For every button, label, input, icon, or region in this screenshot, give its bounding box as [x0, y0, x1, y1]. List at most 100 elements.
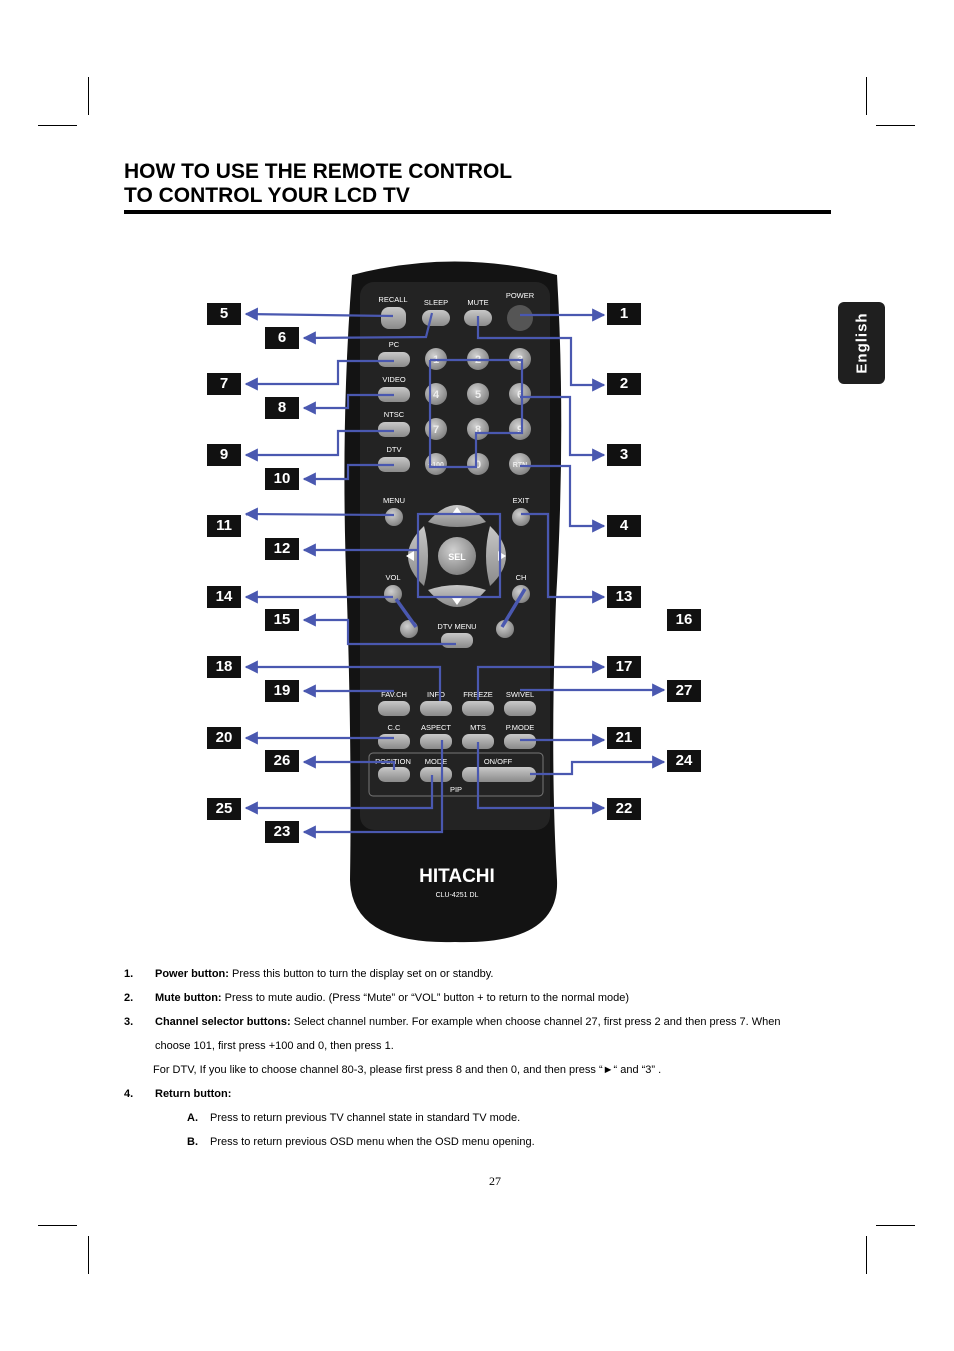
callout-9: 9	[207, 444, 241, 466]
callout-19: 19	[265, 680, 299, 702]
description-subitem: A. Press to return previous TV channel s…	[124, 1109, 844, 1133]
fav-ch-label: FAV.CH	[381, 690, 407, 699]
sel-button	[438, 537, 476, 575]
page-number: 27	[489, 1174, 501, 1188]
menu-label: MENU	[383, 496, 405, 505]
leader-lines	[244, 307, 666, 839]
navigation-pad-bracket	[416, 512, 502, 599]
description-item: 2. Mute button: Press to mute audio. (Pr…	[124, 989, 844, 1013]
callout-16: 16	[667, 609, 701, 631]
info-label: INFO	[427, 690, 445, 699]
leader-line-23	[302, 740, 444, 839]
description-item: 4. Return button:	[124, 1085, 844, 1109]
pip-label: PIP	[450, 785, 462, 794]
mts-label: MTS	[470, 723, 486, 732]
vol-pointer	[394, 597, 418, 629]
leader-line-24	[530, 755, 666, 776]
crop-mark	[88, 1236, 89, 1274]
callout-17: 17	[607, 656, 641, 678]
item-text: Press to return previous TV channel stat…	[210, 1112, 521, 1124]
leader-line-3	[520, 395, 606, 462]
down-arrow-icon	[452, 598, 462, 605]
item-label: Channel selector buttons:	[155, 1016, 291, 1028]
item-number: 3.	[124, 1016, 134, 1028]
vol-down-button	[400, 620, 418, 638]
callout-12: 12	[265, 538, 299, 560]
leader-line-10	[302, 463, 394, 486]
item-text: For DTV, If you like to choose channel 8…	[153, 1064, 662, 1076]
leader-line-5	[244, 307, 394, 321]
swivel-button	[504, 701, 536, 716]
callout-21: 21	[607, 727, 641, 749]
description-note: For DTV, If you like to choose channel 8…	[124, 1061, 844, 1085]
digit-group-bracket	[428, 358, 524, 469]
crop-mark	[866, 77, 867, 115]
recall-label: RECALL	[378, 295, 407, 304]
digit-label: 6	[517, 389, 523, 401]
aspect-label: ASPECT	[421, 723, 451, 732]
pip-on-off-button	[462, 767, 536, 782]
mts-button	[462, 734, 494, 749]
vol-label: VOL	[385, 573, 400, 582]
position-button	[378, 767, 410, 782]
aspect-button	[420, 734, 452, 749]
leader-line-22	[476, 742, 606, 815]
up-arrow-key	[428, 505, 486, 527]
leader-line-17	[476, 660, 606, 700]
crop-mark	[38, 1225, 77, 1226]
description-continuation: choose 101, first press +100 and 0, then…	[124, 1037, 844, 1061]
callout-15: 15	[265, 609, 299, 631]
digit-key	[509, 383, 531, 405]
leader-line-15	[302, 613, 456, 646]
item-text: Press to return previous OSD menu when t…	[210, 1136, 535, 1148]
power-label: POWER	[506, 291, 535, 300]
crop-mark	[88, 77, 89, 115]
callout-25: 25	[207, 798, 241, 820]
sel-label: SEL	[448, 552, 466, 562]
crop-mark	[876, 125, 915, 126]
digit-key	[467, 418, 489, 440]
leader-line-26	[302, 755, 396, 770]
pc-label: PC	[389, 340, 400, 349]
dtv-menu-button	[441, 633, 473, 648]
description-item: 1. Power button: Press this button to tu…	[124, 965, 844, 989]
digit-label: 5	[475, 389, 481, 401]
leader-line-11	[244, 507, 395, 521]
info-button	[420, 701, 452, 716]
callout-8: 8	[265, 397, 299, 419]
item-text: choose 101, first press +100 and 0, then…	[155, 1040, 394, 1052]
leader-line-18	[244, 660, 442, 701]
callout-3: 3	[607, 444, 641, 466]
page-title: HOW TO USE THE REMOTE CONTROL TO CONTROL…	[124, 160, 512, 208]
power-button	[507, 305, 533, 331]
callout-4: 4	[607, 515, 641, 537]
callout-14: 14	[207, 586, 241, 608]
mute-label: MUTE	[467, 298, 488, 307]
crop-mark	[38, 125, 77, 126]
item-label: Return button:	[155, 1088, 232, 1100]
mode-button	[420, 767, 452, 782]
callout-24: 24	[667, 750, 701, 772]
item-label: Power button:	[155, 968, 229, 980]
item-label: Mute button:	[155, 992, 222, 1004]
leader-line-2	[476, 316, 606, 392]
swivel-label: SWIVEL	[506, 690, 534, 699]
exit-label: EXIT	[513, 496, 530, 505]
mode-label: MODE	[425, 757, 448, 766]
freeze-button	[462, 701, 494, 716]
digit-label: 4	[433, 389, 440, 401]
ntsc-label: NTSC	[384, 410, 405, 419]
callout-11: 11	[207, 515, 241, 537]
vol-up-button	[384, 585, 402, 603]
callout-13: 13	[607, 586, 641, 608]
menu-button	[385, 508, 403, 526]
dtv-label: DTV	[387, 445, 402, 454]
leader-line-13	[521, 512, 606, 604]
item-text: Press to mute audio. (Press “Mute” or “V…	[221, 992, 630, 1004]
leader-line-9	[244, 429, 394, 462]
item-number: 1.	[124, 968, 134, 980]
ch-label: CH	[516, 573, 527, 582]
callout-10: 10	[265, 468, 299, 490]
callout-20: 20	[207, 727, 241, 749]
